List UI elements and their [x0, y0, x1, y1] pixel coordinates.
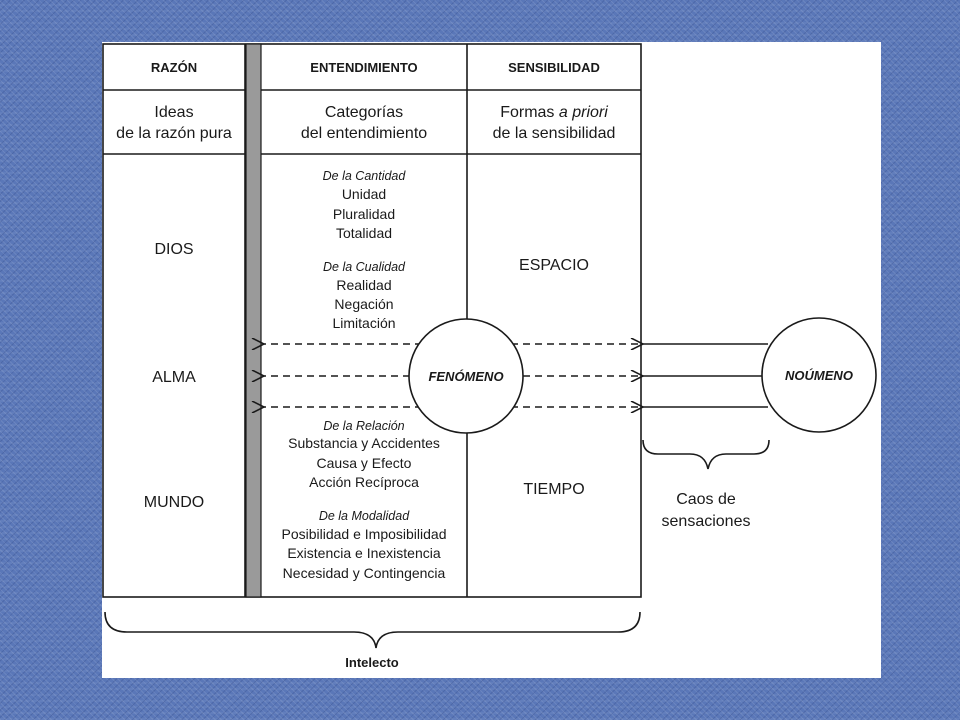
header-sensibilidad: SENSIBILIDAD — [508, 60, 600, 75]
razon-item-mundo: MUNDO — [144, 494, 204, 511]
cat-item: Negación — [334, 296, 393, 312]
cat-item: Totalidad — [336, 225, 392, 241]
caos-label-2: sensaciones — [662, 513, 751, 530]
cat-item: Posibilidad e Imposibilidad — [282, 526, 447, 542]
intelecto-label: Intelecto — [345, 655, 399, 670]
cat-heading-cantidad: De la Cantidad — [323, 169, 407, 183]
cat-item: Necesidad y Contingencia — [283, 565, 446, 581]
cat-heading-modalidad: De la Modalidad — [319, 509, 410, 523]
kant-diagram: RAZÓN ENTENDIMIENTO SENSIBILIDAD Ideas d… — [102, 43, 877, 670]
subheader-entend-1: Categorías — [325, 104, 403, 121]
cat-item: Realidad — [336, 277, 391, 293]
grey-separator-bar — [245, 43, 262, 598]
cat-item: Limitación — [332, 315, 395, 331]
cat-item: Causa y Efecto — [317, 455, 412, 471]
cat-heading-cualidad: De la Cualidad — [323, 260, 406, 274]
cat-item: Unidad — [342, 186, 386, 202]
cat-heading-relacion: De la Relación — [323, 419, 404, 433]
fenomeno-circle — [408, 318, 524, 434]
subheader-sens-2: de la sensibilidad — [493, 125, 616, 142]
noumeno-circle — [761, 317, 877, 433]
cat-item: Substancia y Accidentes — [288, 435, 440, 451]
subheader-entend-2: del entendimiento — [301, 125, 427, 142]
razon-item-alma: ALMA — [152, 369, 196, 386]
caos-label-1: Caos de — [676, 491, 736, 508]
noumeno-label: NOÚMENO — [785, 368, 853, 383]
header-entendimiento: ENTENDIMIENTO — [310, 60, 417, 75]
subheader-razon-1: Ideas — [154, 104, 193, 121]
diagram-panel: RAZÓN ENTENDIMIENTO SENSIBILIDAD Ideas d… — [102, 42, 881, 678]
sens-item-espacio: ESPACIO — [519, 257, 589, 274]
cat-item: Pluralidad — [333, 206, 395, 222]
subheader-razon-2: de la razón pura — [116, 125, 232, 142]
subheader-sens-1: Formas a priori — [500, 104, 608, 121]
fenomeno-label: FENÓMENO — [428, 369, 503, 384]
table-border — [102, 43, 642, 598]
header-razon: RAZÓN — [151, 60, 197, 75]
cat-item: Acción Recíproca — [309, 474, 419, 490]
intelecto-brace — [104, 611, 641, 649]
razon-item-dios: DIOS — [154, 241, 193, 258]
caos-brace — [642, 439, 770, 470]
cat-item: Existencia e Inexistencia — [287, 545, 441, 561]
sens-item-tiempo: TIEMPO — [523, 481, 584, 498]
